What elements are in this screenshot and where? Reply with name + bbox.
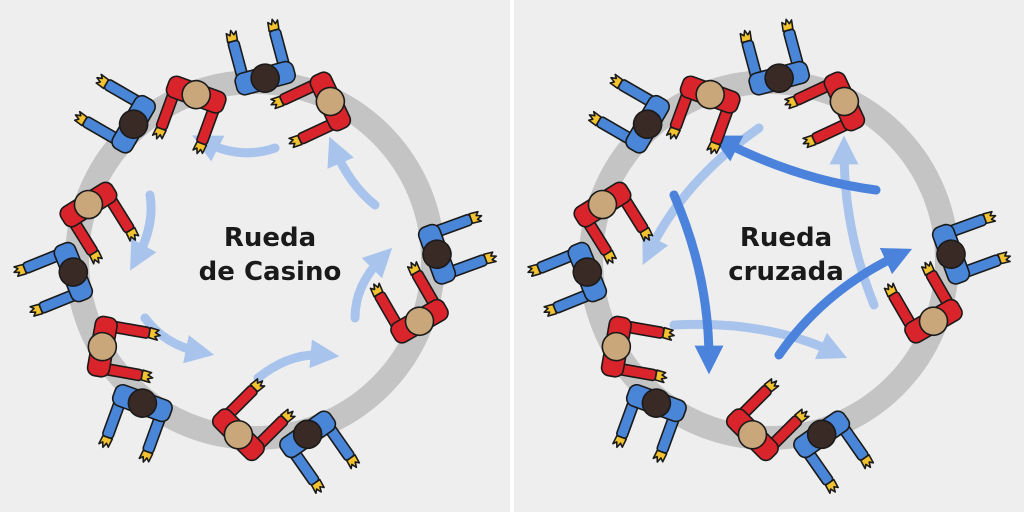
follower-dancer-icon: [793, 410, 875, 495]
follower-dancer-icon: [612, 383, 687, 463]
title-line-2: de Casino: [199, 257, 342, 287]
follower-dancer-icon: [13, 241, 94, 317]
panel-divider: [510, 0, 514, 512]
rueda-casino-diagram: Rueda de Casino: [13, 18, 498, 495]
rueda-cruzada-diagram: Rueda cruzada: [527, 18, 1012, 495]
rotation-arrow-icon: [669, 319, 848, 360]
follower-dancer-icon: [73, 73, 157, 154]
leader-dancer-icon: [211, 378, 296, 462]
leader-dancer-icon: [270, 71, 352, 149]
leader-dancer-icon: [784, 71, 866, 149]
panel-rueda-de-casino: Rueda de Casino: [0, 0, 510, 512]
rotation-arrow-icon: [192, 135, 280, 162]
title-line-2: cruzada: [728, 257, 844, 287]
leader-dancer-icon: [600, 315, 675, 384]
leader-dancer-icon: [883, 261, 963, 344]
rotation-arrow-icon: [130, 190, 157, 271]
rotation-arrow-icon: [774, 248, 913, 360]
title-line-1: Rueda: [740, 223, 832, 253]
follower-dancer-icon: [739, 18, 810, 96]
leader-dancer-icon: [665, 75, 741, 155]
rotation-arrow-icon: [253, 339, 340, 383]
dancers-group: [527, 18, 1012, 495]
leader-dancer-icon: [86, 315, 161, 384]
panel-rueda-cruzada: Rueda cruzada: [514, 0, 1024, 512]
rotation-arrow-icon: [669, 190, 724, 375]
rotation-arrow-icon: [829, 135, 879, 310]
title-line-1: Rueda: [224, 223, 316, 253]
follower-dancer-icon: [417, 210, 498, 285]
leader-dancer-icon: [573, 181, 654, 265]
rotation-arrow-icon: [711, 135, 881, 195]
follower-dancer-icon: [225, 18, 296, 96]
follower-dancer-icon: [931, 210, 1012, 285]
leader-dancer-icon: [369, 261, 449, 344]
leader-dancer-icon: [59, 181, 140, 265]
crossing-arrows: [642, 123, 913, 375]
dancers-group: [13, 18, 498, 495]
follower-dancer-icon: [587, 73, 671, 154]
follower-dancer-icon: [279, 410, 361, 495]
leader-dancer-icon: [151, 75, 227, 155]
rotation-arrow-icon: [140, 313, 215, 364]
rotation-arrow-icon: [327, 136, 380, 210]
follower-dancer-icon: [527, 241, 608, 317]
rotation-arrow-icon: [350, 247, 393, 323]
leader-dancer-icon: [725, 378, 810, 462]
follower-dancer-icon: [98, 383, 173, 463]
rotation-arrows: [130, 135, 393, 383]
